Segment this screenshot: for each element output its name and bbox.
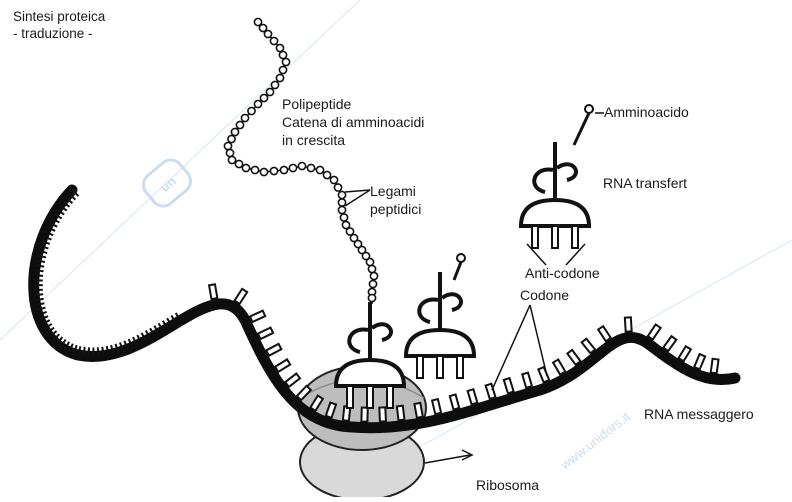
amino-acid-bead: [260, 168, 267, 175]
amino-acid-bead: [235, 160, 242, 167]
trna-bound-1: [336, 302, 404, 408]
amino-acid-bead: [279, 51, 286, 58]
mrna-codon-tick: [522, 373, 532, 388]
mrna-codon-tick: [379, 407, 386, 421]
mrna-codon-tick: [582, 339, 595, 354]
amino-acid-bead: [369, 280, 376, 287]
amino-acid-bead: [228, 135, 235, 142]
amino-acid-bead: [366, 258, 373, 265]
mrna-base: [98, 347, 99, 356]
mrna-codon-tick: [275, 359, 290, 371]
mrna-base: [35, 265, 44, 266]
amino-acid-bead: [289, 164, 296, 171]
amino-acid-bead: [323, 171, 330, 178]
mrna-codon-tick: [450, 394, 459, 409]
amino-acid-bead: [264, 30, 271, 37]
amino-acid-bead: [368, 294, 375, 301]
label-anticodon: Anti-codone: [525, 265, 600, 282]
label-polypeptide-chain: Catena di amminoacidi: [282, 114, 424, 131]
mrna-codon-tick: [598, 326, 611, 341]
amino-acid-bead: [280, 166, 287, 173]
amino-acid-bead: [266, 88, 273, 95]
mrna-base: [102, 347, 103, 356]
amino-acid-bead: [307, 164, 314, 171]
amino-acid-bead: [270, 167, 277, 174]
polypeptide-chain: [224, 18, 377, 304]
amino-acid-bead: [236, 121, 243, 128]
title-line-1: Sintesi proteica: [13, 8, 105, 25]
mrna-codon-tick: [209, 284, 217, 299]
amino-acid-bead: [251, 166, 258, 173]
title-line-2: - traduzione -: [13, 25, 105, 42]
mrna-codon-tick: [432, 399, 441, 414]
amino-acid-bead: [224, 142, 231, 149]
mrna-codon-tick: [235, 289, 248, 304]
mrna-codon-tick: [567, 350, 580, 365]
mrna-codon-tick: [468, 389, 478, 404]
amino-acid-bead: [316, 166, 323, 173]
mrna-base: [34, 275, 43, 276]
amino-acid-bead: [241, 114, 248, 121]
mrna-base: [84, 347, 85, 356]
amino-acid-bead: [242, 164, 249, 171]
label-trna: RNA transfert: [603, 175, 687, 192]
amino-acid-bead: [270, 37, 277, 44]
mrna-codon-tick: [361, 408, 367, 422]
mrna-codon-tick: [648, 325, 661, 340]
amino-acid-bead: [298, 162, 305, 169]
label-polypeptide: Polipeptide: [282, 96, 351, 113]
mrna-base: [35, 299, 44, 300]
mrna-codon-tick: [663, 336, 676, 351]
amino-acid-bead: [276, 44, 283, 51]
diagram-title: Sintesi proteica - traduzione -: [13, 8, 105, 42]
mrna-bases: [34, 190, 181, 356]
mrna-codon-tick: [266, 344, 281, 356]
label-codon: Codone: [520, 287, 569, 304]
amino-acid-bead: [330, 176, 337, 183]
amino-acid-bead: [254, 100, 261, 107]
amino-acid-bead: [282, 58, 289, 65]
mrna-codon-tick: [285, 374, 300, 387]
watermark-text: www.unidors.it: [557, 409, 633, 473]
label-peptide-bonds: Legami: [370, 183, 416, 200]
mrna-base: [34, 294, 43, 295]
amino-acid-bead: [338, 206, 345, 213]
mrna-codon-tick: [625, 317, 632, 331]
mrna-codon-tick: [711, 359, 719, 374]
mrna-codon-tick: [504, 378, 514, 393]
mrna-codon-tick: [414, 403, 422, 418]
amino-acid-bead: [370, 272, 377, 279]
label-ribosome: Ribosoma: [476, 477, 539, 494]
amino-acid-bead: [279, 66, 286, 73]
label-polypeptide-growing: in crescita: [282, 132, 345, 149]
label-mrna: RNA messaggero: [644, 406, 754, 423]
mrna-codon-tick: [397, 406, 405, 421]
trna-bound-2: [406, 272, 474, 378]
mrna-codon-tick: [258, 328, 273, 339]
label-peptide-bonds-2: peptidici: [370, 201, 421, 218]
trna-free: [521, 142, 589, 248]
amino-acid-bead: [226, 149, 233, 156]
mrna-codon-tick: [678, 346, 690, 361]
amino-acid-bead: [340, 214, 347, 221]
amino-acid-bead: [271, 81, 278, 88]
label-amino-acid: Amminoacido: [604, 104, 689, 121]
mrna-codon-tick: [250, 311, 265, 322]
amino-acid-bead: [228, 156, 235, 163]
svg-text:un: un: [157, 173, 179, 195]
amino-acid-icon: [585, 105, 593, 113]
amino-acid-entering-icon: [457, 254, 465, 262]
amino-acid-bead: [248, 107, 255, 114]
amino-acid-bead: [334, 184, 341, 191]
mrna-codon-tick: [694, 354, 705, 369]
amino-acid-bead: [231, 128, 238, 135]
amino-acid-bead: [338, 191, 345, 198]
amino-acid-bead: [276, 74, 283, 81]
amino-acid-bead: [260, 94, 267, 101]
amino-acid-bead: [338, 199, 345, 206]
amino-acid-bead: [368, 265, 375, 272]
mrna-base: [35, 270, 44, 271]
